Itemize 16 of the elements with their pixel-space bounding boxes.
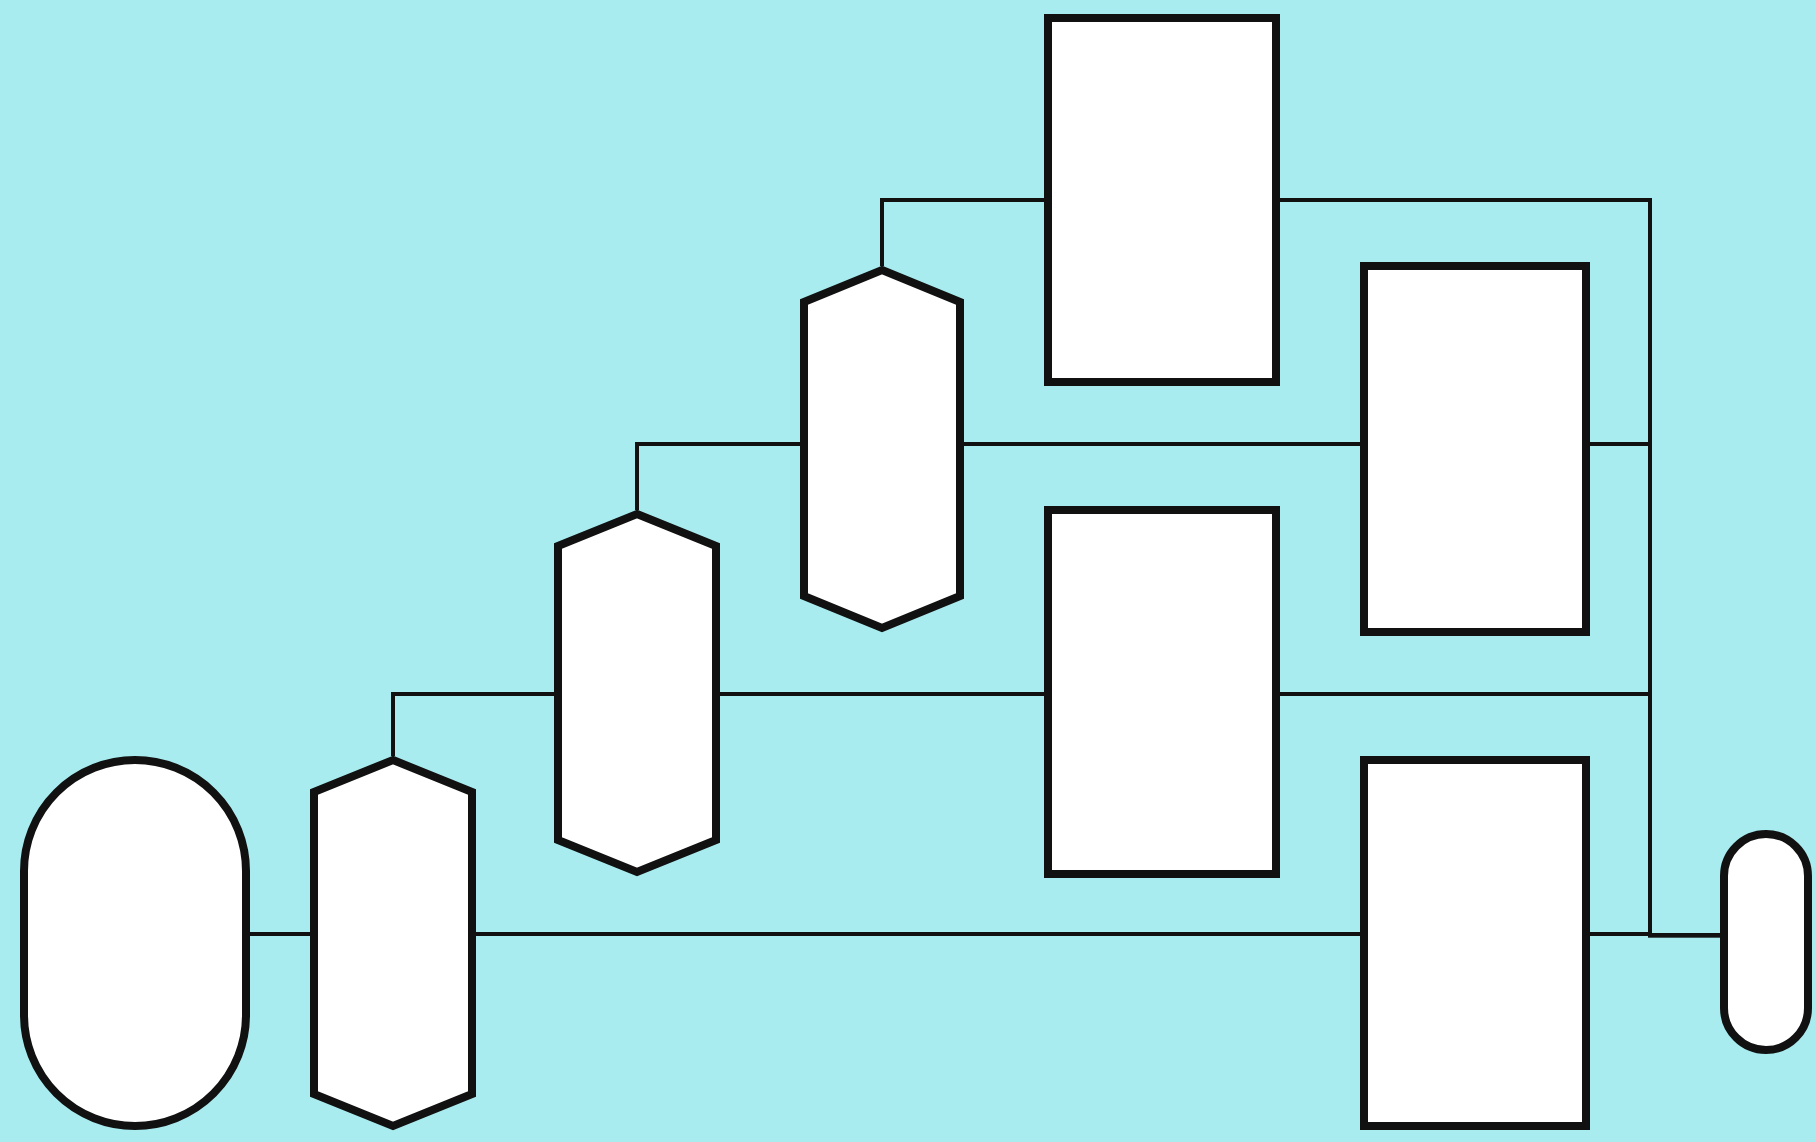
connector-line bbox=[1590, 932, 1720, 938]
hexagon-shape bbox=[310, 756, 476, 1130]
connector-line bbox=[476, 932, 1360, 936]
connector-line bbox=[391, 692, 554, 756]
rectangle-shape bbox=[1360, 262, 1590, 636]
hexagon-shape bbox=[554, 510, 720, 876]
connector-line bbox=[880, 198, 1044, 266]
rectangle-shape bbox=[1044, 14, 1280, 386]
rectangle-shape bbox=[1044, 506, 1280, 878]
connector-line bbox=[964, 442, 1360, 446]
hexagon-shape bbox=[800, 266, 964, 632]
connector-line bbox=[250, 932, 310, 936]
rectangle-shape bbox=[1360, 756, 1590, 1130]
capsule-shape bbox=[1720, 830, 1812, 1054]
connector-line bbox=[720, 692, 1044, 696]
connector-line bbox=[635, 442, 800, 510]
